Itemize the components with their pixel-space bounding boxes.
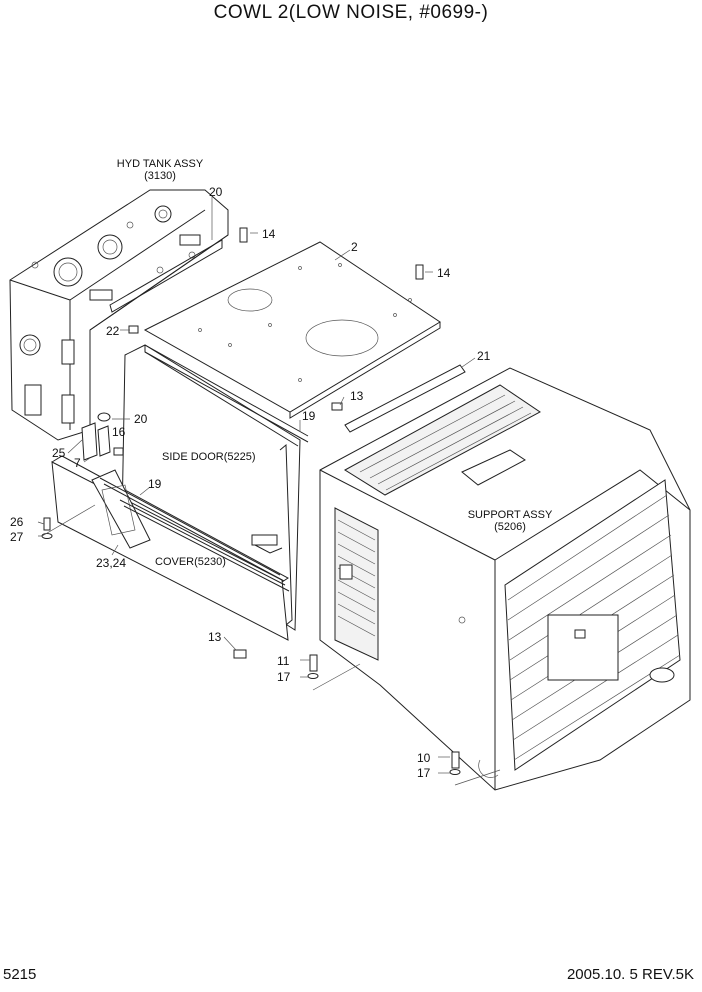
top-plate-2 [143,241,441,419]
page-number: 5215 [3,966,37,983]
side-door-label: SIDE DOOR(5225) [162,451,256,463]
callout-16: 16 [112,425,126,439]
callout-20-mid: 20 [134,412,148,426]
callout-14-right: 14 [437,266,451,280]
hyd-tank-assy-code: (3130) [144,170,176,182]
support-assy-code: (5206) [494,521,526,533]
callout-20-top: 20 [209,185,223,199]
callout-23-24: 23,24 [96,556,126,570]
callout-7: 7 [74,456,81,470]
callout-17-low: 17 [417,766,431,780]
bracket-7 [81,422,98,461]
hyd-tank-assy-label: HYD TANK ASSY [117,158,204,170]
callout-13-low: 13 [208,630,222,644]
page-title: COWL 2(LOW NOISE, #0699-) [213,2,489,23]
louver-panel [504,479,681,771]
bracket-21 [344,364,466,433]
callout-14-left: 14 [262,227,276,241]
hyd-tank-assembly [9,189,229,441]
callout-22: 22 [106,324,120,338]
callout-10: 10 [417,751,431,765]
vent-grille [337,519,376,637]
side-door [121,344,309,631]
callout-19-top: 19 [302,409,316,423]
support-assembly [319,367,691,791]
callout-13-top: 13 [350,389,364,403]
callout-25: 25 [52,446,66,460]
revision-label: 2005.10. 5 REV.5K [566,966,694,983]
callout-2: 2 [351,240,358,254]
leader-lines [37,197,501,786]
support-assy-label: SUPPORT ASSY [468,509,553,521]
bracket-16 [97,425,111,457]
cover [51,455,289,641]
callout-26: 26 [10,515,24,529]
callout-19-low: 19 [148,477,162,491]
callout-17-mid: 17 [277,670,291,684]
bracket-19-lower [119,499,290,592]
cover-label: COVER(5230) [155,556,226,568]
callout-27: 27 [10,530,24,544]
callout-11: 11 [277,654,290,668]
callout-21: 21 [477,349,491,363]
